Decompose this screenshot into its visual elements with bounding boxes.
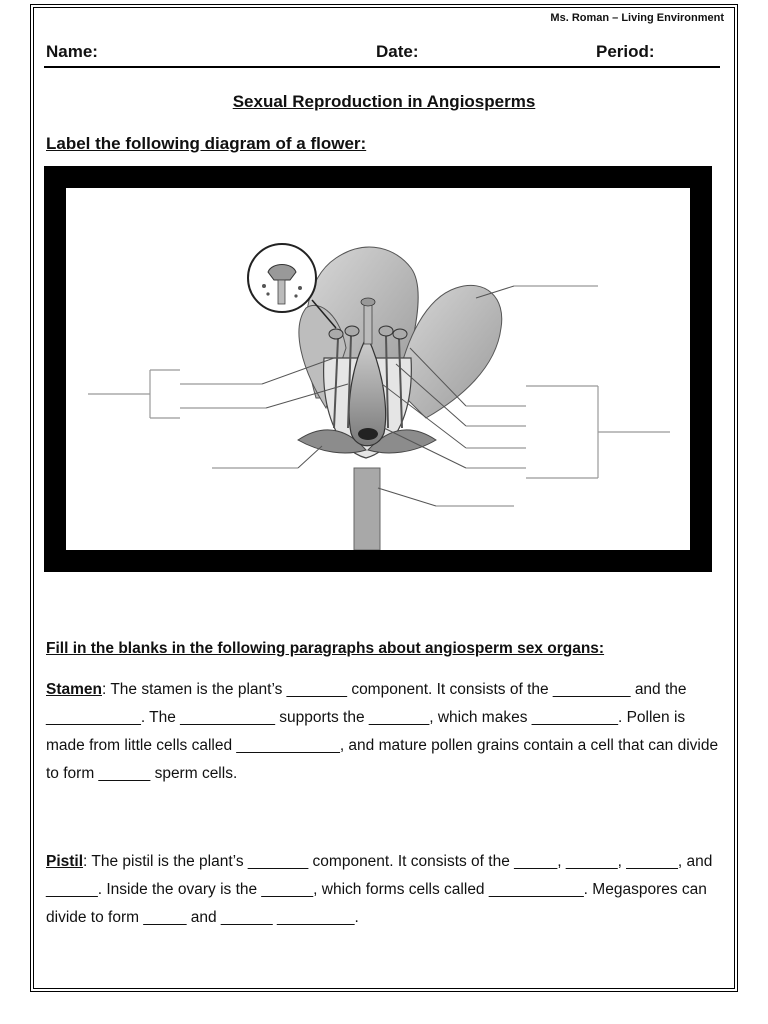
- stamen-term: Stamen: [46, 681, 102, 698]
- page-title: Sexual Reproduction in Angiosperms: [232, 92, 536, 111]
- pistil-paragraph: Pistil: The pistil is the plant’s ______…: [46, 848, 726, 932]
- header-fields: Name: Date: Period:: [44, 36, 720, 68]
- pistil-term: Pistil: [46, 853, 84, 870]
- pistil-text: : The pistil is the plant’s _______ comp…: [46, 853, 713, 926]
- flower-diagram-frame: [44, 166, 712, 572]
- flower-diagram: [66, 188, 690, 551]
- stamen-text: : The stamen is the plant’s _______ comp…: [46, 681, 719, 782]
- stamen-paragraph: Stamen: The stamen is the plant’s ______…: [46, 676, 726, 788]
- teacher-label: Ms. Roman – Living Environment: [550, 12, 724, 24]
- date-label: Date:: [376, 42, 419, 61]
- flower-illustration: [88, 243, 670, 551]
- name-label: Name:: [46, 42, 98, 61]
- period-label: Period:: [596, 42, 655, 61]
- fill-instruction: Fill in the blanks in the following para…: [46, 640, 605, 657]
- page-border: [30, 4, 738, 992]
- diagram-instruction: Label the following diagram of a flower:: [46, 134, 367, 153]
